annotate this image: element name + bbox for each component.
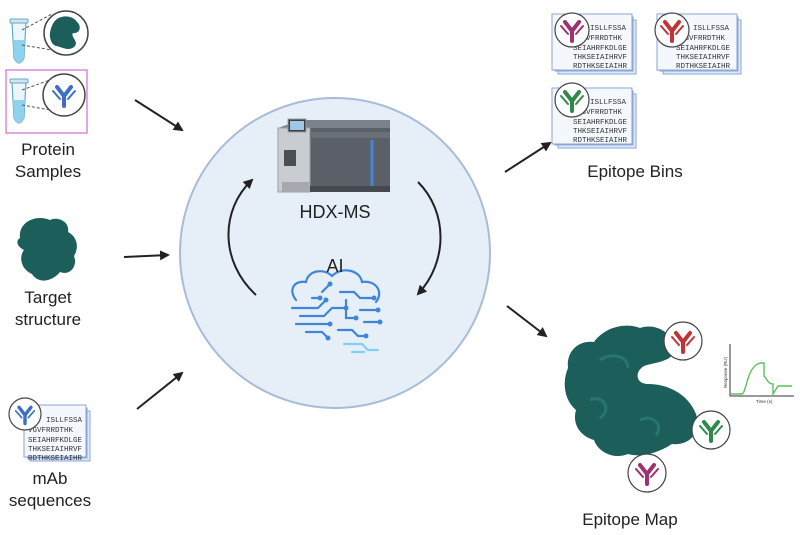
- selection-box: [5, 69, 88, 134]
- svg-text:SEIAHRFKDLGE: SEIAHRFKDLGE: [573, 45, 628, 53]
- label-hdx-ms: HDX-MS: [299, 202, 371, 222]
- arrow-structure: [123, 250, 170, 261]
- svg-text:VGVFRRDTHK: VGVFRRDTHK: [680, 35, 726, 43]
- svg-text:RDTHKSEIAIHR: RDTHKSEIAIHR: [573, 137, 628, 145]
- seq-line: SEIAHRFKDLGE: [28, 437, 83, 445]
- protein-icon: [17, 218, 77, 281]
- plot-ylabel: Response (RU): [723, 356, 728, 388]
- seq-line: ISLLFSSA: [46, 417, 83, 425]
- arrow-samples: [134, 99, 184, 132]
- arrow-sequences: [136, 371, 184, 410]
- sequence-card: ISLLFSSA VGVFRRDTHK SEIAHRFKDLGE THKSEIA…: [551, 12, 637, 75]
- svg-text:ISLLFSSA: ISLLFSSA: [590, 99, 627, 107]
- svg-text:SEIAHRFKDLGE: SEIAHRFKDLGE: [676, 45, 731, 53]
- label-target-structure: Target structure: [14, 288, 82, 329]
- brain-circuit-icon: [290, 269, 382, 340]
- svg-text:RDTHKSEIAIHR: RDTHKSEIAIHR: [573, 63, 628, 71]
- svg-text:THKSEIAIHRVF: THKSEIAIHRVF: [676, 54, 730, 62]
- seq-line: VGVFRRDTHK: [28, 427, 74, 435]
- label-epitope-map: Epitope Map: [582, 510, 678, 529]
- central-circle: [179, 97, 491, 409]
- protein-icon: [564, 325, 698, 457]
- cycle-arrow-up: [227, 178, 257, 296]
- sensorgram-plot-icon: Response (RU) Time (s): [723, 344, 794, 404]
- svg-text:RDTHKSEIAIHR: RDTHKSEIAIHR: [676, 63, 731, 71]
- label-epitope-bins: Epitope Bins: [587, 162, 683, 181]
- svg-text:THKSEIAIHRVF: THKSEIAIHRVF: [573, 54, 627, 62]
- label-mab-sequences: mAb sequences: [8, 469, 92, 510]
- label-protein-samples: Protein Samples: [14, 140, 82, 181]
- svg-text:ISLLFSSA: ISLLFSSA: [693, 25, 730, 33]
- mass-spectrometer-icon: [277, 118, 390, 193]
- arrow-map: [506, 305, 548, 338]
- tube-icon: [9, 18, 29, 64]
- protein-icon: [49, 16, 80, 49]
- sequence-card: ISLLFSSA VGVFRRDTHK SEIAHRFKDLGE THKSEIA…: [654, 12, 742, 75]
- tube-icon: [9, 78, 29, 124]
- cycle-arrow-down: [416, 181, 442, 296]
- svg-text:VGVFRRDTHK: VGVFRRDTHK: [577, 35, 623, 43]
- svg-text:VGVFRRDTHK: VGVFRRDTHK: [577, 109, 623, 117]
- sequence-card: ISLLFSSA VGVFRRDTHK SEIAHRFKDLGE THKSEIA…: [551, 82, 637, 149]
- plot-xlabel: Time (s): [756, 399, 773, 404]
- sequence-card: ISLLFSSA VGVFRRDTHK SEIAHRFKDLGE THKSEIA…: [8, 397, 91, 463]
- seq-line: RDTHKSEIAIHR: [28, 455, 83, 463]
- svg-text:ISLLFSSA: ISLLFSSA: [590, 25, 627, 33]
- seq-line: THKSEIAIHRVF: [28, 446, 82, 454]
- label-ai: AI: [326, 256, 344, 276]
- svg-text:SEIAHRFKDLGE: SEIAHRFKDLGE: [573, 119, 628, 127]
- arrow-bins: [504, 141, 552, 173]
- svg-text:THKSEIAIHRVF: THKSEIAIHRVF: [573, 128, 627, 136]
